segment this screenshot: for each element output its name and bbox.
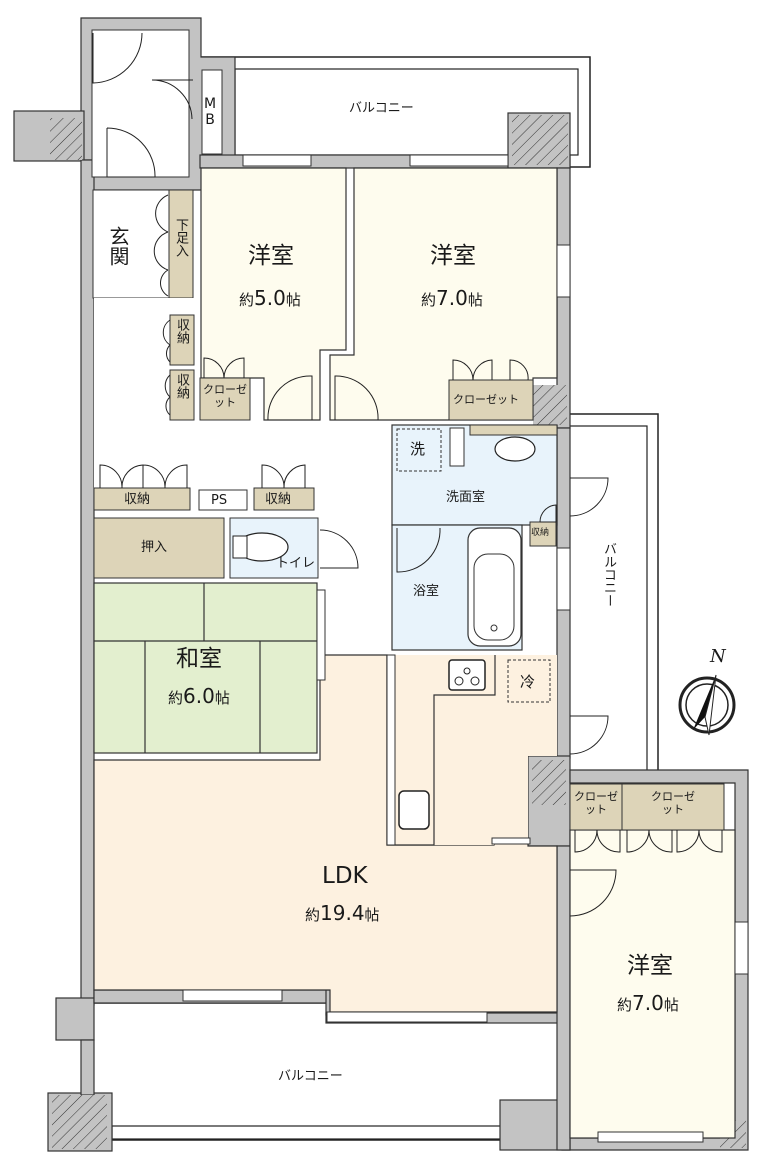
western-room-3-size: 約7.0帖 <box>617 991 679 1015</box>
entrance <box>92 189 170 299</box>
hall-storage-4-label: 収納 <box>265 492 292 507</box>
toilet-tank-icon <box>232 535 248 559</box>
toilet-label: トイレ <box>276 556 316 571</box>
door-swings <box>203 357 313 421</box>
shelf <box>449 427 465 467</box>
bathtub-inner <box>473 553 515 641</box>
hall-storage-3 <box>93 487 191 511</box>
compass-north-label: N <box>710 646 726 667</box>
ldk-size: 約19.4帖 <box>305 901 380 925</box>
hatch-pillar <box>532 760 566 805</box>
wash-storage <box>529 521 557 547</box>
door-swing <box>319 529 359 569</box>
room3-closet-2-label: クローゼット <box>651 790 695 817</box>
hatch-pillar <box>52 1095 107 1149</box>
japanese-room-name: 和室 <box>176 646 222 672</box>
shoe-box <box>168 189 194 299</box>
vanity-top <box>469 424 558 436</box>
drain-icon <box>490 624 498 632</box>
room3-closet-1-label: クローゼット <box>574 790 618 817</box>
partition <box>491 837 531 845</box>
meter-box-label: MB <box>202 96 218 128</box>
pipe-space-label: PS <box>211 493 228 508</box>
hatch-pillar <box>533 385 567 425</box>
windows <box>182 154 749 1143</box>
shoe-box-label: 下足入 <box>173 218 188 257</box>
kitchen-wall <box>386 654 396 846</box>
pipe-space <box>198 489 248 511</box>
room2-closet-label: クローゼット <box>453 393 519 406</box>
washing-machine-space <box>396 428 442 472</box>
western-room-1-name: 洋室 <box>248 243 294 269</box>
balcony-north <box>201 56 591 168</box>
oshiire-label: 押入 <box>141 540 168 555</box>
hatch-pillar <box>512 115 568 165</box>
kitchen-sink-icon <box>398 790 430 830</box>
balcony-south <box>91 1002 571 1141</box>
entry-porch <box>91 29 190 178</box>
door-swings <box>396 477 609 573</box>
hall-storage-2 <box>169 369 195 421</box>
balcony-south-label: バルコニー <box>278 1069 343 1084</box>
room3-closet-2 <box>621 783 725 831</box>
western-room-3-name: 洋室 <box>627 953 673 979</box>
western-room-2-size: 約7.0帖 <box>421 286 483 310</box>
sink-icon <box>494 436 536 462</box>
room1-closet <box>199 377 251 421</box>
japanese-room <box>93 582 318 754</box>
door-swing <box>569 715 609 755</box>
hall-storage-2-label: 収納 <box>174 373 189 399</box>
compass-icon <box>678 674 736 736</box>
hall-storage-3-label: 収納 <box>124 492 151 507</box>
meter-box <box>201 69 223 155</box>
fridge-space <box>507 659 551 703</box>
room3-closet-1 <box>569 783 623 831</box>
stove-icon <box>448 659 486 691</box>
balcony-east-label: バルコニー <box>601 542 616 607</box>
door-swings <box>334 359 529 421</box>
storage-door-swings <box>162 319 171 416</box>
washing-machine-label: 洗 <box>410 440 426 458</box>
fridge-label: 冷 <box>520 673 536 691</box>
entrance-label: 玄関 <box>106 226 130 266</box>
door-swings <box>92 32 193 297</box>
wash-storage-label: 収納 <box>531 528 550 538</box>
washroom-label: 洗面室 <box>446 490 486 505</box>
western-room-3 <box>569 829 736 1139</box>
hall-storage-1-label: 収納 <box>174 318 189 344</box>
room1-closet-label: クローゼット <box>203 383 247 410</box>
room2-closet <box>448 379 534 421</box>
balcony-north-label: バルコニー <box>349 101 414 116</box>
door-swings <box>569 829 723 917</box>
hall-storage-1 <box>169 314 195 366</box>
ldk-name: LDK <box>322 863 368 889</box>
bathroom-label: 浴室 <box>413 584 440 599</box>
western-room-1-size: 約5.0帖 <box>239 286 301 310</box>
western-room-2-name: 洋室 <box>430 243 476 269</box>
door-swings <box>99 464 306 489</box>
japanese-room-size: 約6.0帖 <box>168 684 230 708</box>
oshiire <box>93 517 225 579</box>
hatch-pillar <box>50 118 82 160</box>
